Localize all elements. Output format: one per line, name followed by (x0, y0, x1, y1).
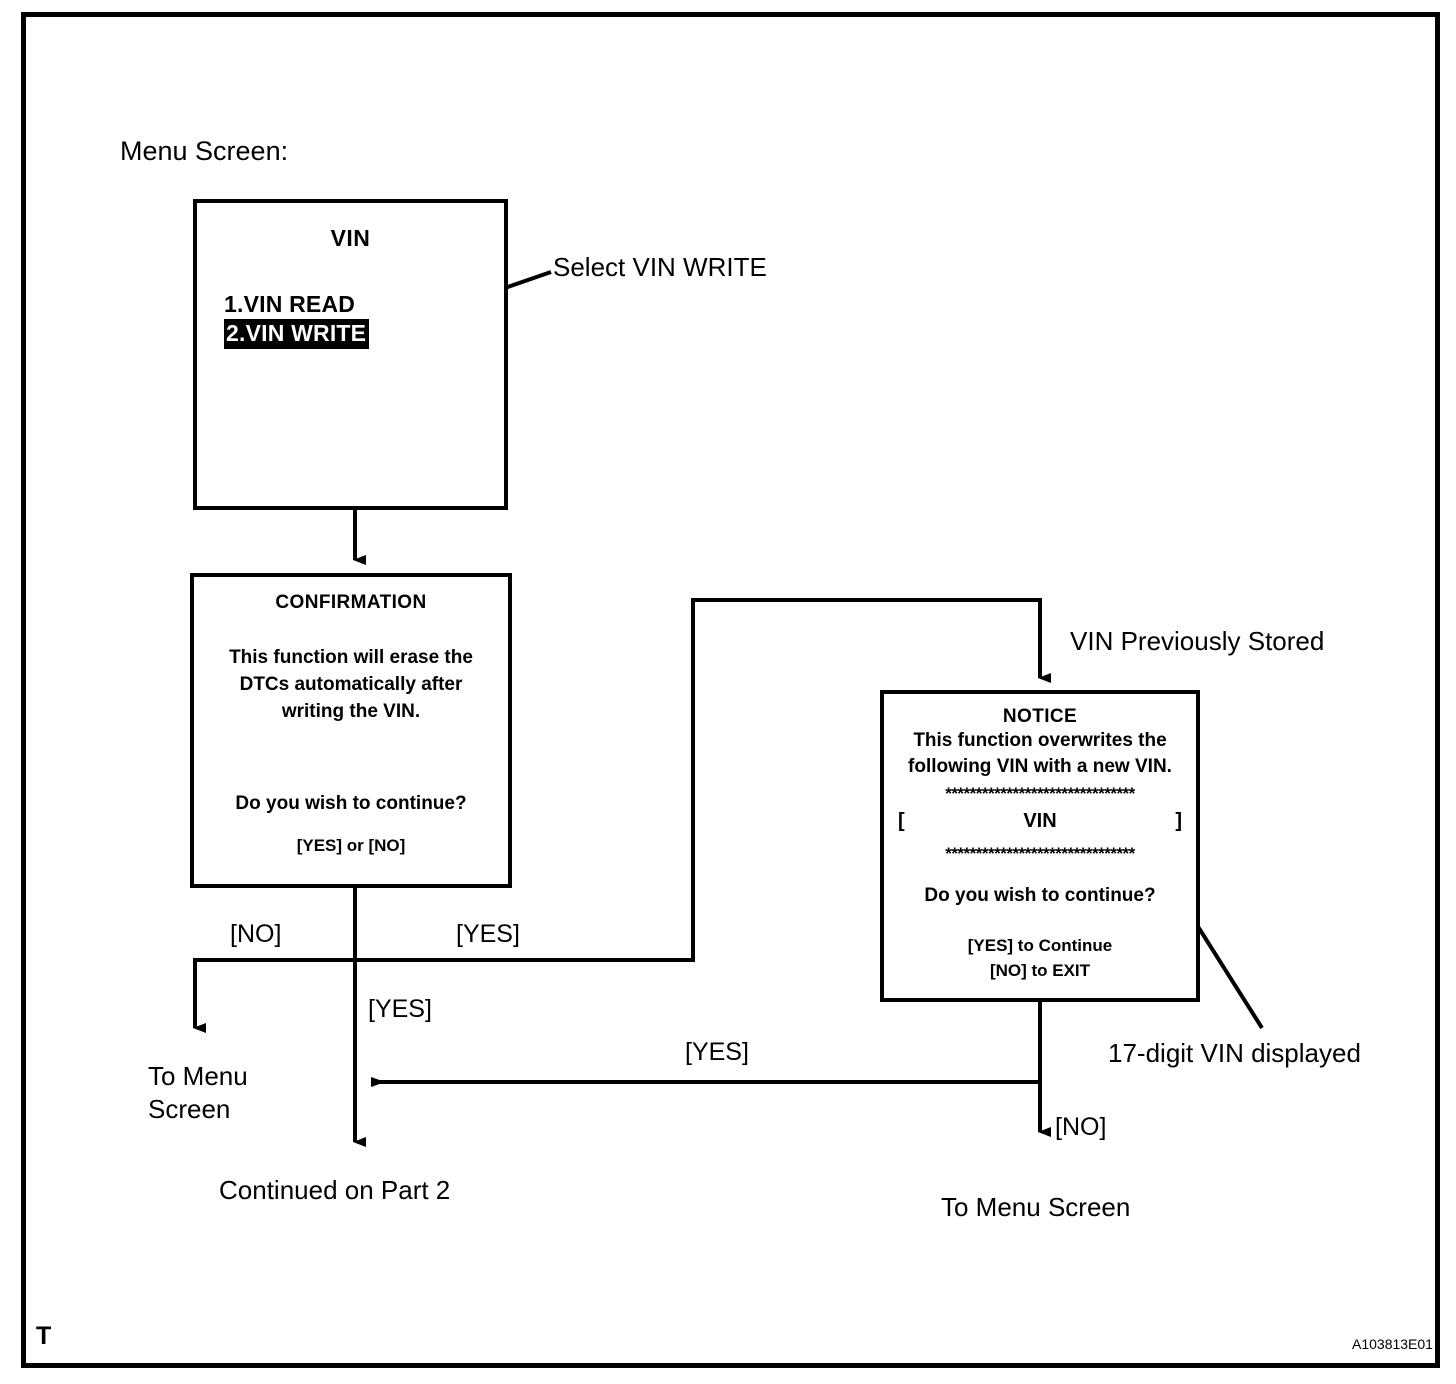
terminal-left-line-1: To Menu (148, 1061, 248, 1091)
confirmation-title: CONFIRMATION (275, 592, 427, 613)
menu-item-vin-read[interactable]: 1.VIN READ (224, 291, 356, 317)
terminal-to-menu-screen-right: To Menu Screen (941, 1192, 1131, 1222)
edge-label-yes-trunk: [YES] (368, 995, 432, 1023)
confirmation-screen: CONFIRMATION This function will erase th… (190, 573, 512, 888)
notice-stars-top: ******************************* (945, 785, 1135, 803)
notice-question: Do you wish to continue? (924, 885, 1156, 906)
figure-frame (21, 12, 1440, 1368)
notice-option-no[interactable]: [NO] to EXIT (989, 961, 1091, 980)
notice-title: NOTICE (1002, 706, 1078, 727)
vin-screen-title: VIN (330, 225, 371, 251)
notice-line-2: following VIN with a new VIN. (908, 756, 1172, 777)
confirmation-body-line-3: writing the VIN. (281, 701, 421, 722)
confirmation-body: This function will erase the DTCs automa… (194, 644, 508, 725)
vin-menu-screen: VIN 1.VIN READ 2.VIN WRITE (193, 199, 508, 510)
vin-menu-row-2: 2.VIN WRITE (224, 319, 504, 349)
confirmation-question: Do you wish to continue? (235, 793, 467, 814)
terminal-continued-on-part-2: Continued on Part 2 (219, 1175, 451, 1205)
vin-value: VIN (1023, 810, 1057, 832)
terminal-left-line-2: Screen (148, 1094, 231, 1124)
confirmation-choices: [YES] or [NO] (296, 836, 406, 855)
notice-stars-bottom: ******************************* (945, 845, 1135, 863)
edge-label-no-confirmation: [NO] (230, 920, 282, 948)
vin-menu-list: 1.VIN READ 2.VIN WRITE (197, 290, 504, 349)
notice-line-1: This function overwrites the (913, 730, 1167, 751)
vin-bracket-left: [ (898, 810, 905, 832)
notice-screen: NOTICE This function overwrites the foll… (880, 690, 1200, 1002)
edge-label-yes-notice-return: [YES] (685, 1038, 749, 1066)
callout-vin-previously-stored: VIN Previously Stored (1070, 626, 1325, 656)
notice-options: [YES] to Continue [NO] to EXIT (884, 933, 1196, 983)
confirmation-body-line-2: DTCs automatically after (239, 674, 463, 695)
figure-id-code: A103813E01 (1352, 1336, 1433, 1352)
menu-screen-caption: Menu Screen: (120, 136, 289, 166)
notice-vin-row: [ VIN ] (884, 810, 1196, 840)
terminal-to-menu-screen-left: To Menu Screen (148, 1060, 248, 1126)
callout-17-digit-vin-displayed: 17-digit VIN displayed (1108, 1038, 1361, 1068)
notice-option-yes[interactable]: [YES] to Continue (967, 936, 1113, 955)
page-corner-mark: T (36, 1322, 52, 1350)
vin-bracket-right: ] (1175, 810, 1182, 832)
callout-select-vin-write: Select VIN WRITE (553, 252, 767, 282)
confirmation-body-line-1: This function will erase the (229, 647, 473, 668)
edge-label-no-notice: [NO] (1055, 1113, 1107, 1141)
edge-label-yes-confirmation: [YES] (456, 920, 520, 948)
vin-menu-row-1: 1.VIN READ (224, 290, 504, 319)
menu-item-vin-write[interactable]: 2.VIN WRITE (224, 319, 370, 349)
